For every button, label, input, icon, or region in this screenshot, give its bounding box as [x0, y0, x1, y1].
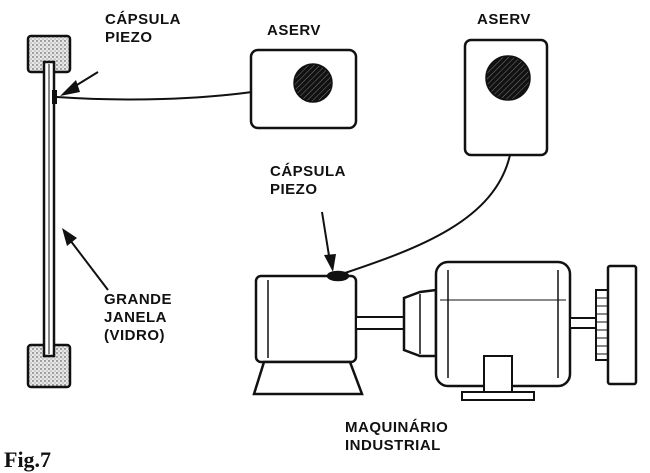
machine-shaft-left: [355, 316, 405, 330]
label-line: (VIDRO): [104, 327, 165, 344]
label-line: MAQUINÁRIO: [345, 419, 449, 436]
label-line: CÁPSULA: [270, 163, 347, 180]
label-capsula-piezo-machine: CÁPSULA PIEZO: [270, 163, 346, 199]
label-line: PIEZO: [105, 29, 153, 46]
aserv-box-left: [249, 48, 358, 130]
machine-scale-wheel: [595, 289, 609, 361]
wire-window-aserv1: [56, 91, 253, 101]
label-line: INDUSTRIAL: [345, 437, 441, 454]
label-grande-janela: GRANDE JANELA (VIDRO): [104, 291, 172, 345]
industrial-machine: [252, 260, 638, 401]
label-capsula-piezo-window: CÁPSULA PIEZO: [105, 11, 181, 47]
label-aserv-right: ASERV: [477, 11, 531, 28]
arrow-janela: [62, 228, 109, 291]
machine-end-disc: [606, 264, 638, 386]
aserv-left-sensor: [293, 63, 333, 103]
arrow-capsula-mid: [321, 211, 336, 272]
machine-shaft-right: [569, 317, 599, 329]
label-line: CÁPSULA: [105, 11, 182, 28]
wire-aserv2-machine: [341, 154, 511, 275]
machine-left-housing: [254, 274, 358, 364]
machine-right-base-post: [483, 355, 513, 393]
figure-caption: Fig.7: [4, 447, 52, 472]
aserv-box-right: [463, 38, 549, 157]
glass-window: [26, 34, 72, 389]
arrow-capsula-top: [60, 71, 99, 96]
aserv-right-sensor: [485, 55, 531, 101]
machine-right-base-plate: [461, 391, 535, 401]
piezo-capsule-window: [52, 90, 57, 104]
label-maquinario-industrial: MAQUINÁRIO INDUSTRIAL: [345, 419, 448, 455]
label-line: PIEZO: [270, 181, 318, 198]
piezo-capsule-machine: [326, 270, 350, 282]
label-line: GRANDE: [104, 291, 173, 308]
label-aserv-left: ASERV: [267, 22, 321, 39]
label-line: JANELA: [104, 309, 168, 326]
machine-left-base: [252, 360, 364, 396]
